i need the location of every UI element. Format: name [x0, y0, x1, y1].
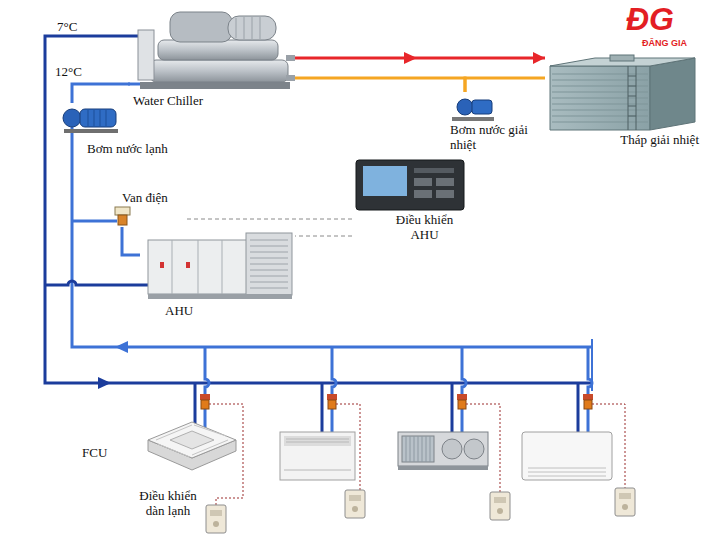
water-chiller	[138, 12, 295, 89]
equipment-label: AHU	[140, 303, 295, 318]
pump-node: Bơm nước lạnh	[65, 103, 200, 156]
ahu-node: AHU	[140, 228, 295, 318]
fcu-return-drops	[205, 347, 592, 432]
ahu-valve-pipe	[122, 227, 140, 255]
equipment-label: Tháp giải nhiệt	[545, 132, 705, 147]
equipment-label: Water Chiller	[130, 93, 295, 108]
cooling-tower	[550, 55, 695, 130]
controller-label: Điều khiển dàn lạnh	[133, 488, 203, 518]
unit-label: FCU	[82, 445, 107, 460]
valve-node: Van điện	[110, 190, 185, 227]
chilled-return-pipe	[72, 127, 592, 347]
condenser-pump	[452, 99, 494, 121]
air-handling-unit	[148, 233, 292, 299]
pump-node: Bơm nước giải nhiệt	[445, 92, 540, 152]
flow-arrow	[115, 341, 128, 353]
control-line	[295, 236, 352, 237]
equipment-label: Điều khiển AHU	[352, 212, 467, 242]
logo-mark: ĐG	[622, 2, 678, 36]
ahu-supply-pipe	[45, 281, 148, 285]
tower-node: Tháp giải nhiệt	[545, 52, 705, 147]
condenser-return-pipe	[465, 78, 545, 92]
thermostat-wiring	[209, 404, 625, 505]
logo-name: ĐĂNG GIA	[640, 38, 689, 49]
equipment-label: Bơm nước giải nhiệt	[445, 122, 540, 152]
chilled-return-pipe	[72, 84, 130, 103]
fcu-supply-drops	[195, 383, 578, 432]
chiller-node: Water Chiller	[130, 5, 295, 108]
temperature-label: 7°C	[57, 19, 77, 34]
control-line	[185, 219, 352, 220]
fcu-valves	[200, 394, 593, 409]
equipment-label: Van điện	[110, 190, 185, 205]
room-thermostats	[206, 488, 635, 533]
cassette-fcu	[148, 422, 236, 470]
motorised-valve	[115, 207, 130, 225]
ahu-controller	[356, 160, 464, 210]
chilled-water-pump	[63, 109, 118, 133]
ahu-return-pipe	[72, 220, 117, 223]
ducted-fcu	[398, 432, 488, 470]
flow-arrow	[98, 377, 111, 389]
floor-fcu	[280, 432, 355, 480]
temperature-label: 12°C	[55, 64, 82, 79]
equipment-label: Bơm nước lạnh	[65, 141, 200, 156]
controller-node: Điều khiển AHU	[352, 157, 467, 242]
condenser-supply-pipe	[295, 57, 545, 60]
ceiling-fcu	[522, 432, 612, 480]
condenser-return-pipe	[295, 78, 465, 92]
chilled-supply-pipe	[45, 36, 592, 383]
